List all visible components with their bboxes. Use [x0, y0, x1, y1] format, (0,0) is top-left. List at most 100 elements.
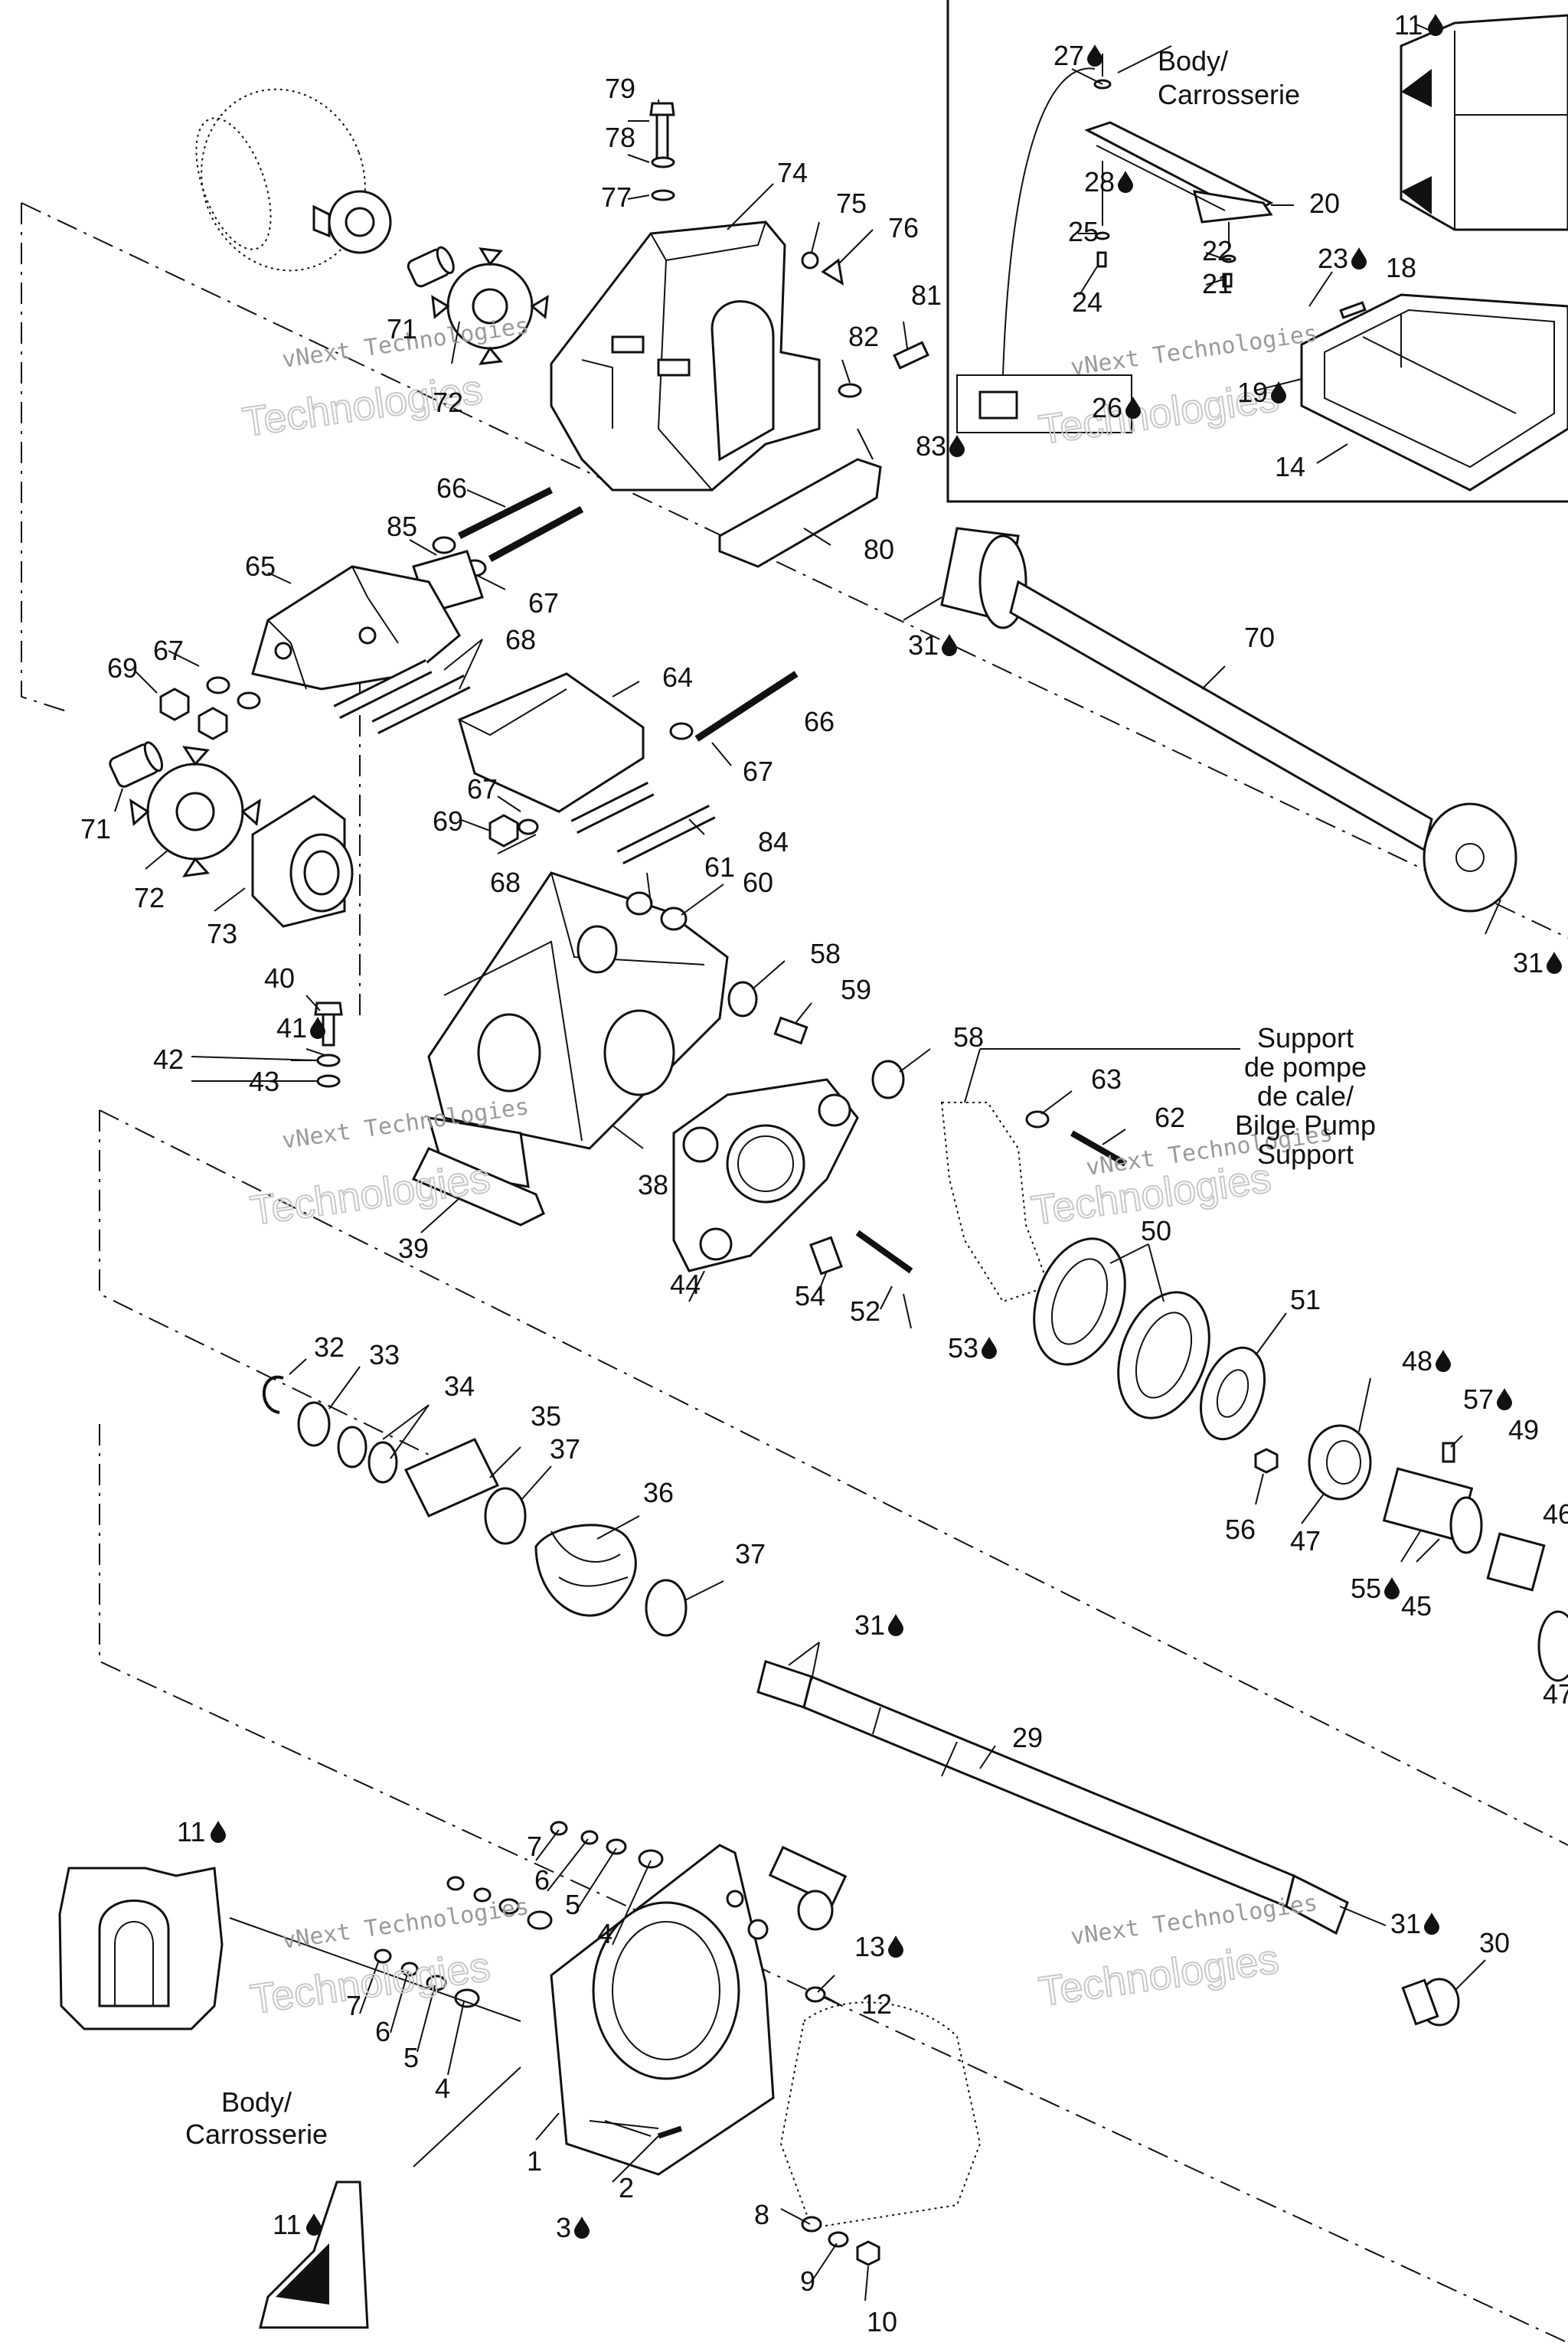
body-label-bottom: Body/ Carrosserie [185, 2086, 328, 2150]
callout-c12: 12 [861, 1988, 892, 2020]
callout-c47b: 47 [1543, 1678, 1568, 1710]
callout-c11c: 11 [273, 2209, 322, 2240]
callout-number: 38 [638, 1169, 668, 1200]
boot-clamps-group [262, 1375, 688, 1637]
callout-c45: 45 [1401, 1590, 1432, 1622]
callout-number: 72 [433, 387, 463, 418]
callout-number: 60 [743, 867, 773, 898]
callout-c39: 39 [398, 1233, 429, 1264]
callout-number: 29 [1012, 1722, 1043, 1753]
callout-number: 14 [1275, 451, 1305, 482]
watermark-5b: Technologies [247, 1944, 493, 2023]
callout-number: 37 [550, 1433, 580, 1465]
callout-c44: 44 [670, 1269, 701, 1300]
callout-c65: 65 [245, 550, 276, 582]
lower-coupler-group [109, 741, 354, 928]
callout-c31d: 31 [1513, 947, 1562, 978]
callout-number: 4 [435, 2073, 450, 2104]
callout-number: 61 [704, 851, 735, 883]
callout-number: 68 [490, 867, 521, 898]
callout-c66a: 66 [436, 472, 467, 504]
lubricant-drop-icon [1125, 397, 1141, 419]
callout-c67b: 67 [153, 635, 184, 666]
callout-c52: 52 [850, 1295, 880, 1327]
callout-number: 73 [207, 918, 237, 949]
lubricant-drop-icon [306, 2213, 322, 2236]
callout-c6a: 6 [534, 1864, 550, 1896]
callout-c2: 2 [619, 2172, 634, 2203]
callout-c46: 46 [1543, 1498, 1568, 1530]
lubricant-drop-icon [982, 1337, 997, 1359]
lubricant-drop-icon [574, 2216, 590, 2239]
callout-c41: 41 [276, 1012, 325, 1044]
callout-c22: 22 [1202, 235, 1233, 266]
lubricant-drop-icon [1424, 1913, 1439, 1935]
callout-number: 67 [153, 635, 184, 666]
lubricant-drop-icon [1428, 14, 1443, 36]
callout-c18: 18 [1386, 252, 1416, 283]
callout-number: 45 [1401, 1590, 1432, 1622]
callout-number: 31 [1513, 947, 1544, 978]
callout-number: 5 [403, 2042, 419, 2073]
callout-c23: 23 [1318, 243, 1367, 274]
callout-c21: 21 [1202, 268, 1233, 299]
callout-c6b: 6 [375, 2016, 390, 2047]
body-bottom-line-2: Carrosserie [185, 2118, 328, 2150]
callout-number: 26 [1092, 392, 1122, 423]
callout-number: 31 [854, 1609, 885, 1641]
callout-number: 50 [1141, 1215, 1171, 1246]
callout-number: 35 [531, 1400, 561, 1432]
lubricant-drop-icon [211, 1821, 226, 1843]
callout-number: 83 [916, 430, 946, 462]
callout-number: 20 [1309, 188, 1340, 219]
callout-c66b: 66 [804, 706, 835, 737]
callout-c82: 82 [848, 321, 879, 352]
callout-number: 47 [1543, 1678, 1568, 1710]
callout-number: 71 [80, 813, 111, 844]
hardware-74-area [649, 99, 929, 398]
callout-number: 57 [1463, 1383, 1494, 1415]
callout-number: 74 [777, 157, 808, 188]
callout-number: 72 [134, 882, 165, 913]
callout-number: 71 [387, 313, 417, 345]
callout-c37a: 37 [550, 1433, 580, 1465]
callout-c20: 20 [1309, 188, 1340, 219]
callout-c11a: 11 [177, 1816, 226, 1847]
callout-c67c: 67 [743, 756, 773, 787]
callout-number: 31 [1390, 1908, 1421, 1939]
callout-c68b: 68 [490, 867, 521, 898]
callout-c4b: 4 [435, 2073, 450, 2104]
callout-c47a: 47 [1290, 1525, 1321, 1557]
body-label-top: Body/ Carrosserie [1158, 45, 1300, 110]
callout-c42: 42 [153, 1044, 184, 1075]
callout-number: 56 [1225, 1514, 1256, 1545]
callout-c63: 63 [1091, 1063, 1122, 1095]
callout-c85: 85 [387, 511, 417, 542]
callout-c81: 81 [911, 279, 942, 311]
callout-number: 19 [1237, 377, 1268, 408]
callout-number: 5 [565, 1889, 580, 1920]
callout-number: 64 [662, 662, 693, 693]
plate-11-views [58, 1867, 521, 2329]
callout-c3: 3 [556, 2212, 590, 2243]
callout-c40: 40 [264, 962, 295, 994]
callout-layer: 7978777475768182838071726685656767696864… [80, 9, 1568, 2337]
callout-c60: 60 [743, 867, 773, 898]
cover-74 [550, 220, 882, 568]
lubricant-drop-icon [1118, 171, 1133, 193]
callout-c71b: 71 [80, 813, 111, 844]
callout-c72b: 72 [134, 882, 165, 913]
lubricant-drop-icon [949, 435, 965, 457]
callout-c32: 32 [314, 1331, 345, 1363]
washer-stacks [374, 1821, 880, 2266]
callout-number: 52 [850, 1295, 880, 1327]
callout-number: 11 [1394, 9, 1423, 41]
callout-c24: 24 [1072, 286, 1102, 318]
callout-number: 6 [375, 2016, 390, 2047]
callout-number: 6 [534, 1864, 550, 1896]
callout-number: 77 [601, 181, 632, 213]
upper-coupler-group [195, 88, 549, 365]
callout-number: 25 [1068, 216, 1099, 247]
callout-c13: 13 [854, 1931, 903, 1962]
